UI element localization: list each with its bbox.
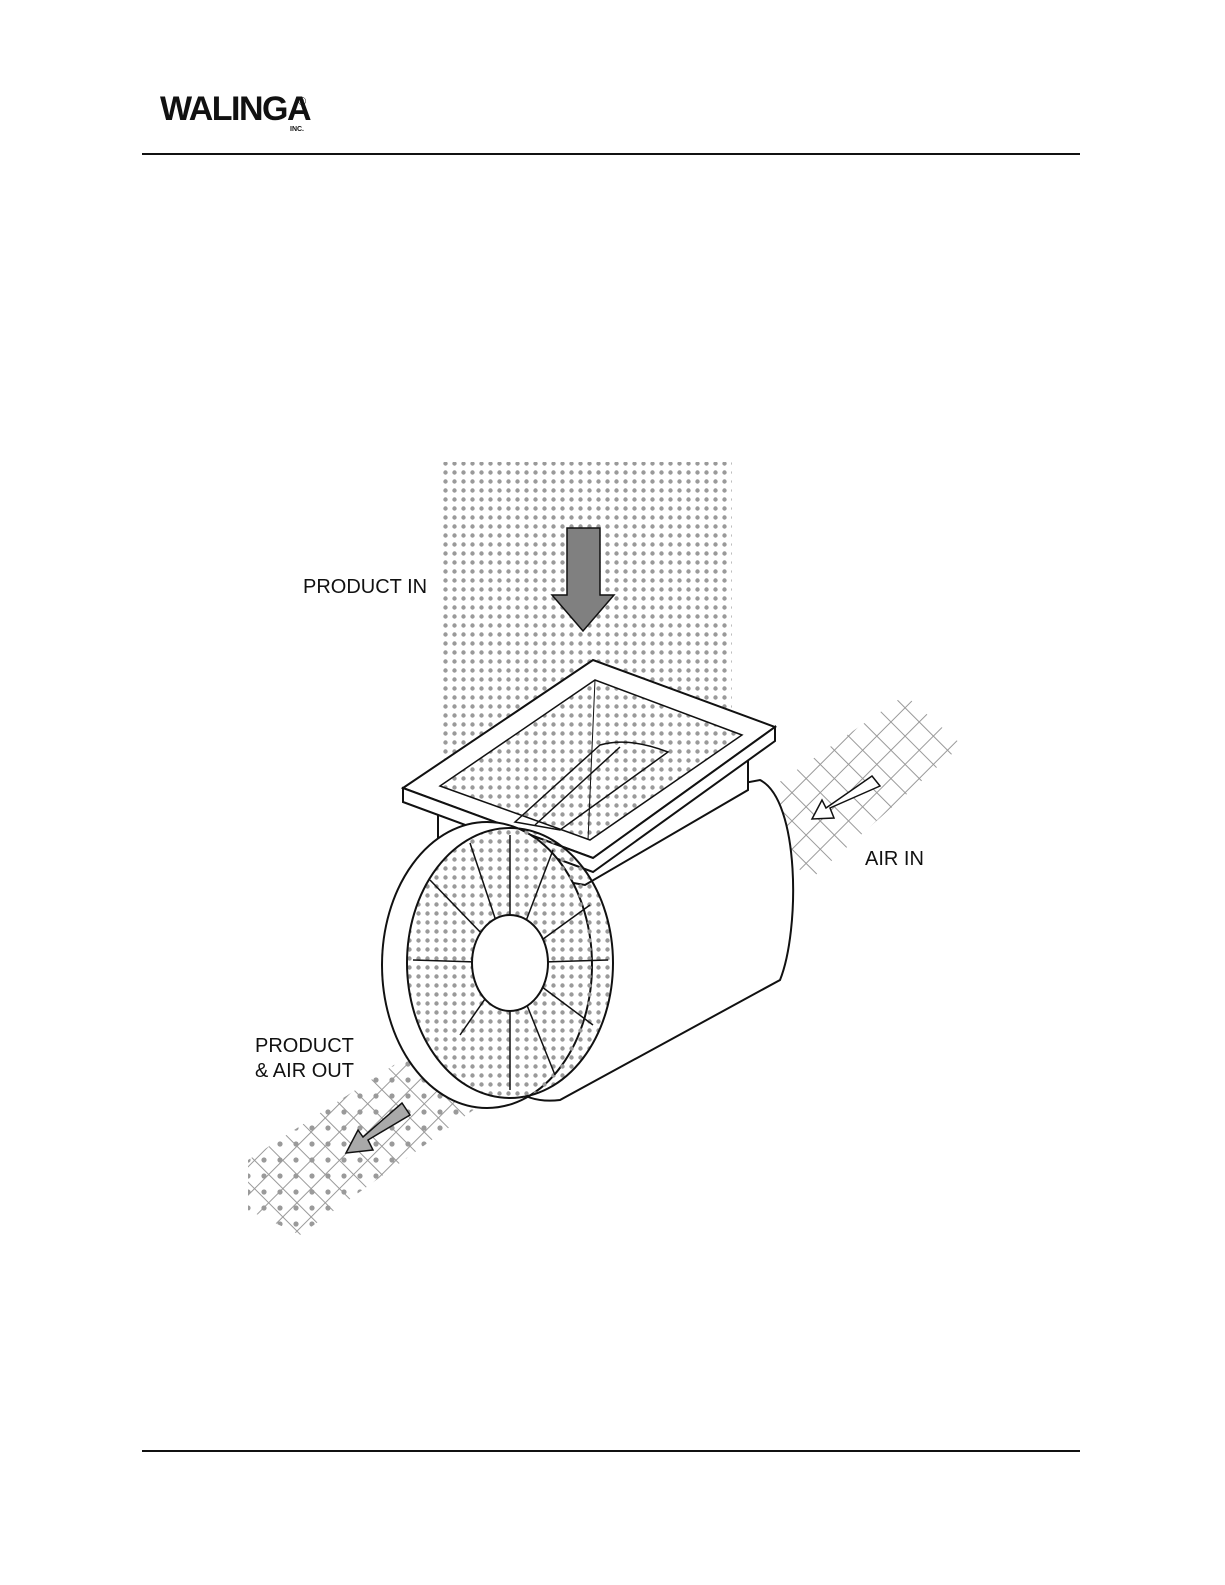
label-product-out-line2: & AIR OUT [255,1060,354,1082]
rotor-end-view [382,822,613,1108]
label-product-in: PRODUCT IN [303,576,427,598]
label-air-in: AIR IN [865,848,924,870]
label-product-out-line1: PRODUCT [255,1035,354,1057]
